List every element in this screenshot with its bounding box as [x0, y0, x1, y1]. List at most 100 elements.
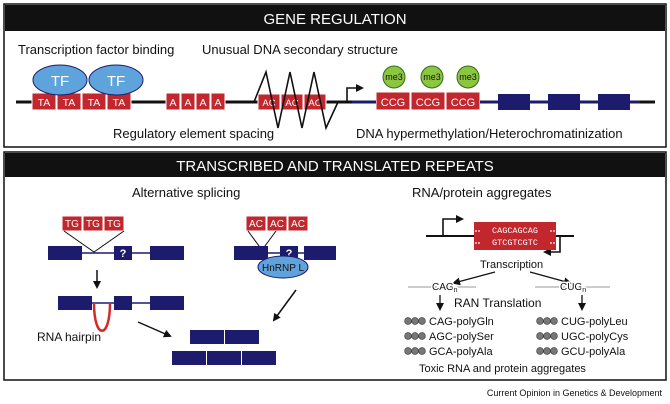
dna-secondary-structure-zigzag [253, 69, 339, 131]
hnrnp-ellipse [257, 255, 309, 279]
tg-repeat-group: TG TG TG [61, 215, 125, 253]
mrna-with-hairpin [58, 296, 184, 332]
right-products: CUG-polyLeu UGC-polyCys GCU-polyAla [536, 316, 629, 358]
aggregates-label: RNA/protein aggregates [412, 185, 552, 200]
antisense-promoter-arrow-icon [543, 236, 561, 256]
tf-protein: TF [88, 64, 144, 96]
a-repeat-group: A A A A [165, 92, 226, 111]
tf-ellipse [88, 64, 144, 96]
spliced-gene-2: ? [234, 246, 336, 260]
promoter-arrow-icon [346, 84, 364, 102]
hypermethylation-label: DNA hypermethylation/Heterochromatinizat… [356, 126, 623, 141]
a-repeat-box [180, 92, 196, 111]
tf-ellipse [32, 64, 88, 96]
ta-repeat-label: TA [88, 97, 101, 109]
arrow-right [137, 321, 172, 338]
me3-label: me3 [459, 72, 477, 82]
ta-repeat-label: TA [113, 97, 126, 109]
a-repeat-box [210, 92, 226, 111]
a-repeat-box [165, 92, 181, 111]
ac-repeat-box [245, 215, 267, 232]
ta-repeat-label: TA [38, 97, 51, 109]
tf-label: TF [107, 73, 125, 90]
exon-box [48, 246, 82, 260]
product-beads-icon [404, 317, 426, 355]
left-products: CAG-polyGln AGC-polySer GCA-polyAla [404, 316, 494, 358]
exon-box [234, 246, 268, 260]
a-repeat-label: A [169, 97, 176, 109]
downstream-exons [352, 94, 640, 110]
ccg-repeat-box [410, 91, 446, 111]
a-repeat-label: A [214, 97, 221, 109]
ta-repeat-box [31, 92, 57, 111]
product-label: UGC-polyCys [561, 331, 629, 343]
gene-regulation-header [5, 5, 665, 31]
spacing-label: Regulatory element spacing [113, 126, 274, 141]
me3-mark: me3 [420, 65, 444, 89]
me3-mark: me3 [456, 65, 480, 89]
rna-hairpin-icon [92, 302, 112, 332]
ac-repeat-label: AC [270, 219, 284, 230]
ac-repeat-group: AC AC AC [253, 69, 339, 131]
footer-credit: Current Opinion in Genetics & Developmen… [487, 388, 663, 398]
exon-box [498, 94, 530, 110]
tg-repeat-box [103, 215, 125, 232]
exon-box [242, 351, 276, 365]
product-label: CAG-polyGln [429, 316, 494, 328]
ac-repeat-label: AC [285, 98, 298, 109]
top-strand-text: CAGCAGCAG [492, 226, 538, 236]
ta-repeat-group: TA TA TA TA [31, 92, 132, 111]
bottom-strand-text: GTCGTCGTC [492, 238, 538, 248]
secondary-structure-label: Unusual DNA secondary structure [202, 42, 398, 57]
ccg-repeat-label: CCG [451, 97, 475, 109]
ac-repeat-label: AC [249, 219, 263, 230]
exon-box [150, 246, 184, 260]
ccg-repeat-label: CCG [416, 97, 440, 109]
arrow-down-left [272, 289, 297, 322]
product-label: CUG-polyLeu [561, 316, 628, 328]
transcribed-header [5, 153, 665, 177]
ccg-repeat-group: CCG CCG CCG [375, 91, 481, 111]
exon-box [207, 351, 241, 365]
gene-regulation-panel: GENE REGULATION Transcription factor bin… [3, 3, 667, 148]
me3-label: me3 [423, 72, 441, 82]
repeat-duplex-box [474, 222, 556, 250]
ta-repeat-label: TA [63, 97, 76, 109]
question-mark: ? [120, 248, 127, 260]
ac-repeat-box [287, 215, 309, 232]
transcription-label: Transcription [480, 259, 543, 271]
tf-protein: TF [32, 64, 88, 96]
hnrnp-label: HnRNP L [262, 263, 304, 274]
transcribed-panel: TRANSCRIBED AND TRANSLATED REPEATS Alter… [3, 151, 667, 381]
tg-insertion-lines [63, 230, 125, 253]
gene-regulation-title: GENE REGULATION [263, 11, 406, 28]
alt-splicing-label: Alternative splicing [132, 185, 240, 200]
exon-box [598, 94, 630, 110]
toxic-aggregates-label: Toxic RNA and protein aggregates [419, 363, 586, 375]
exon-box [150, 296, 184, 310]
ac-repeat-box [266, 215, 288, 232]
a-repeat-box [195, 92, 211, 111]
exon-box [548, 94, 580, 110]
ran-translation-label: RAN Translation [454, 296, 541, 310]
ta-repeat-box [81, 92, 107, 111]
arrow-to-cag [452, 271, 496, 286]
tf-binding-label: Transcription factor binding [18, 42, 174, 57]
exon-box [58, 296, 92, 310]
transcribed-title: TRANSCRIBED AND TRANSLATED REPEATS [176, 158, 494, 175]
tg-repeat-box [82, 215, 104, 232]
a-repeat-label: A [184, 97, 191, 109]
cug-label: CUGn [560, 282, 586, 294]
spliced-gene-1: ? [48, 246, 184, 260]
ac-repeat-label: AC [291, 219, 305, 230]
spliced-products [172, 330, 276, 365]
tg-repeat-label: TG [107, 219, 121, 230]
tf-label: TF [51, 73, 69, 90]
a-repeat-label: A [199, 97, 206, 109]
ccg-repeat-label: CCG [381, 97, 405, 109]
me3-mark: me3 [382, 65, 406, 89]
exon-box [172, 351, 206, 365]
product-label: GCA-polyAla [429, 346, 493, 358]
hnrnp-l-protein: HnRNP L [257, 255, 309, 279]
